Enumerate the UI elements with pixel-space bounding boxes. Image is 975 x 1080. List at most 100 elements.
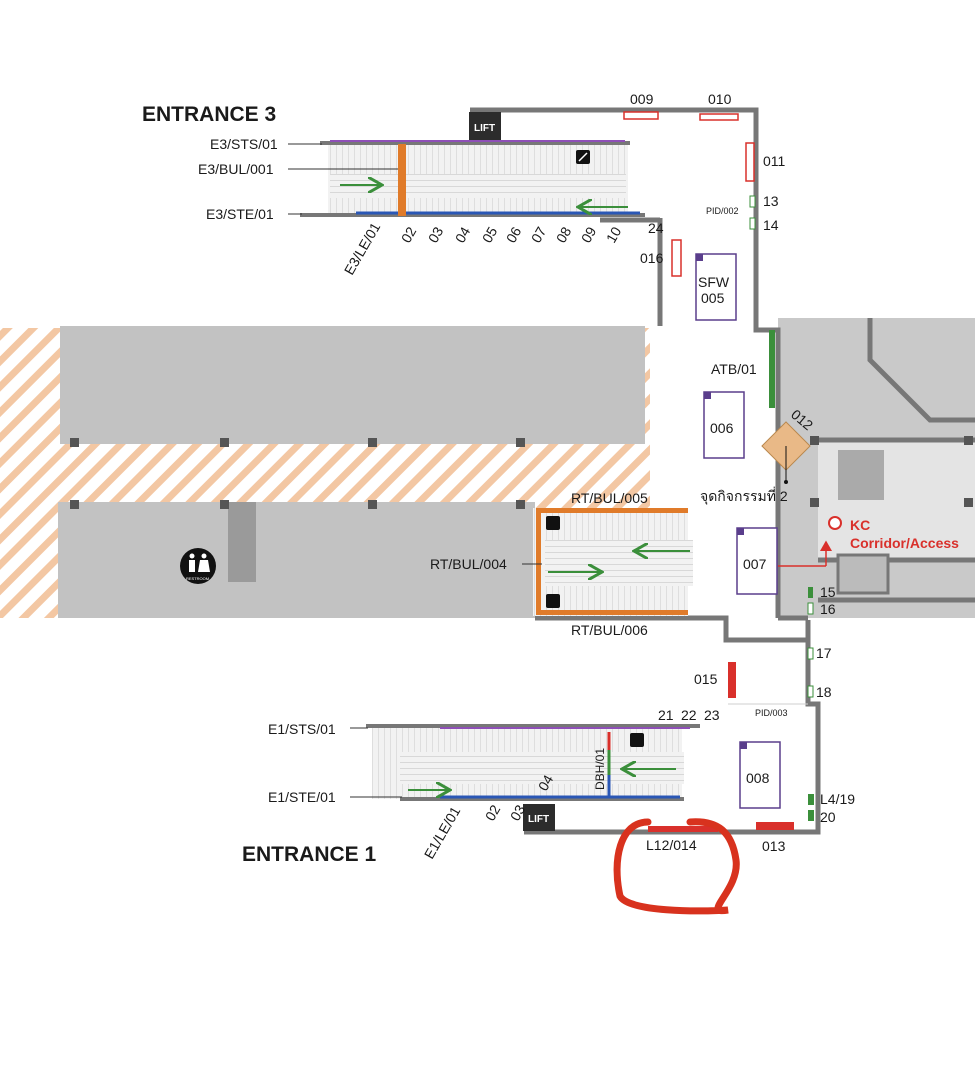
rt-bul-005-label: RT/BUL/005	[571, 490, 648, 506]
restroom-icon	[180, 548, 216, 584]
e3-sts-label: E3/STS/01	[210, 136, 278, 152]
marker-14	[749, 217, 756, 230]
e3-ste-label: E3/STE/01	[206, 206, 274, 222]
label-pid003: PID/003	[755, 708, 788, 718]
kc-subtitle: Corridor/Access	[850, 535, 959, 551]
kc-icon	[828, 516, 842, 530]
e1-le-label: E1/LE/01	[421, 803, 464, 861]
e1-gate-labels: 02 03 04	[482, 772, 557, 824]
label-010: 010	[708, 91, 732, 107]
svg-text:04: 04	[452, 224, 474, 246]
label-20: 20	[820, 809, 836, 825]
svg-text:07: 07	[528, 224, 550, 246]
rt-bul-004-label: RT/BUL/004	[430, 556, 507, 572]
label-016: 016	[640, 250, 664, 266]
box-l12-014	[648, 826, 718, 832]
label-013: 013	[762, 838, 786, 854]
box-013	[756, 822, 794, 830]
e1-sts-label: E1/STS/01	[268, 721, 336, 737]
lift-e3-label: LIFT	[474, 123, 495, 134]
label-14: 14	[763, 217, 779, 233]
label-009: 009	[630, 91, 654, 107]
room-006-label: 006	[710, 420, 734, 436]
room-006	[703, 391, 745, 459]
e3-gate-labels: 02 03 04 05 06 07 08 09 10	[398, 224, 625, 246]
restroom-core	[228, 502, 256, 582]
lift-e3	[469, 112, 501, 140]
label-l12-014: L12/014	[646, 837, 697, 853]
pillars	[70, 436, 973, 509]
marker-20	[808, 810, 814, 821]
room-005	[695, 253, 737, 321]
kc-box	[836, 553, 890, 595]
rt-escalators	[545, 540, 693, 586]
grey-block-lower	[58, 502, 535, 618]
marker-16	[807, 602, 814, 615]
box-010	[699, 113, 739, 121]
lift-e1	[523, 804, 555, 831]
dbh-label: DBH/01	[593, 748, 607, 790]
label-18: 18	[816, 684, 832, 700]
gate-24-label: 24	[648, 220, 664, 236]
rt-bul-006-label: RT/BUL/006	[571, 622, 648, 638]
svg-text:04: 04	[535, 772, 557, 794]
gate-21-label: 21	[658, 707, 674, 723]
rt-orange-top	[536, 508, 688, 513]
gate-23-label: 23	[704, 707, 720, 723]
svg-text:05: 05	[479, 224, 501, 246]
svg-text:02: 02	[482, 802, 504, 824]
box-015	[728, 662, 736, 698]
label-15: 15	[820, 584, 836, 600]
grey-block-upper	[60, 326, 645, 444]
e3-bul-label: E3/BUL/001	[198, 161, 274, 177]
rt-orange-bottom	[536, 610, 688, 615]
stairwell	[838, 450, 884, 500]
highlight-circle	[613, 818, 740, 915]
svg-text:03: 03	[425, 224, 447, 246]
atb-bar	[769, 330, 775, 408]
e3-bul-orange	[398, 144, 406, 216]
svg-text:08: 08	[553, 224, 575, 246]
marker-17	[807, 647, 814, 660]
entrance-1-title: ENTRANCE 1	[242, 843, 377, 866]
label-16: 16	[820, 601, 836, 617]
walls	[470, 107, 975, 835]
e3-le-label: E3/LE/01	[341, 219, 384, 277]
no-smoking-icon-e1	[630, 733, 644, 747]
no-smoking-icon-rt-top	[546, 516, 560, 530]
kc-title: KC	[850, 517, 870, 533]
room-sfw-label: SFW	[698, 274, 730, 290]
room-005-label: 005	[701, 290, 725, 306]
marker-15	[808, 587, 813, 598]
label-l4-19: L4/19	[820, 791, 855, 807]
svg-text:03: 03	[507, 802, 529, 824]
room-008	[739, 741, 781, 809]
svg-text:02: 02	[398, 224, 420, 246]
box-016	[671, 239, 682, 277]
lift-e1-label: LIFT	[528, 814, 549, 825]
room-008-label: 008	[746, 770, 770, 786]
label-015: 015	[694, 671, 718, 687]
label-pid002: PID/002	[706, 206, 739, 216]
restroom-label: RESTROOM	[186, 576, 209, 581]
marker-18	[807, 685, 814, 698]
room-007-label: 007	[743, 556, 767, 572]
e1-ste-label: E1/STE/01	[268, 789, 336, 805]
marker-l4-19	[808, 794, 814, 805]
marker-13	[749, 195, 756, 208]
svg-text:10: 10	[603, 224, 625, 246]
gate-22-label: 22	[681, 707, 697, 723]
atb-label: ATB/01	[711, 361, 757, 377]
svg-text:09: 09	[578, 224, 600, 246]
no-smoking-icon-rt-bottom	[546, 594, 560, 608]
box-009	[623, 111, 659, 120]
entrance-3-title: ENTRANCE 3	[142, 103, 276, 126]
box-011	[745, 142, 755, 182]
label-011: 011	[763, 153, 786, 169]
label-17: 17	[816, 645, 832, 661]
room-007	[736, 527, 778, 595]
label-13: 13	[763, 193, 779, 209]
svg-text:06: 06	[503, 224, 525, 246]
activity-point-label: จุดกิจกรรมที่ 2	[700, 487, 788, 505]
